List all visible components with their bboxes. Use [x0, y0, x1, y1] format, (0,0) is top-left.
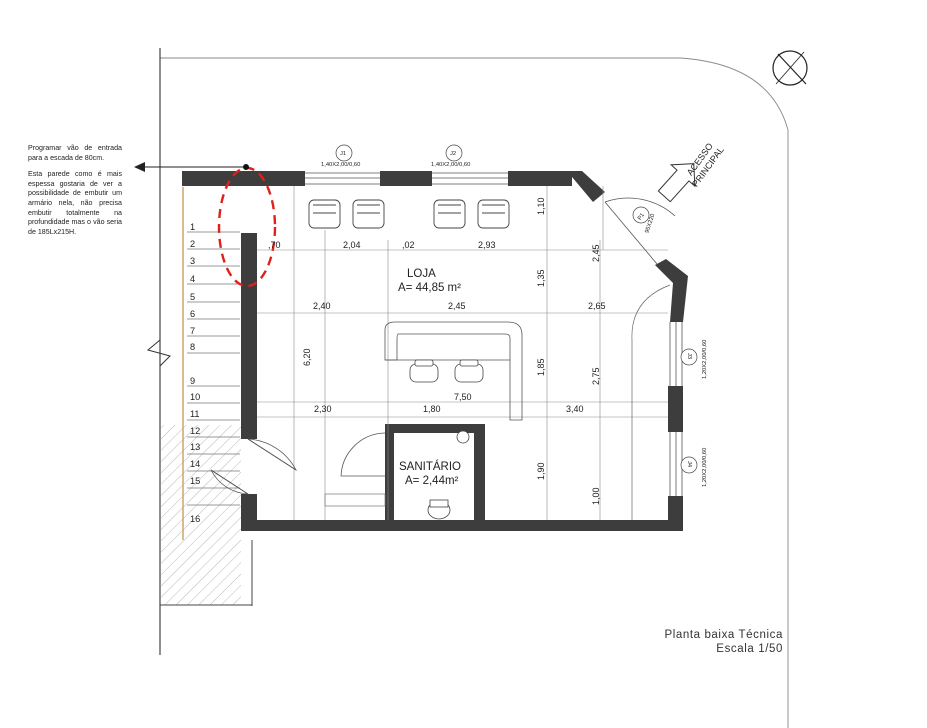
window-spec-j3: 1,20X2,00/0,60 — [702, 340, 708, 379]
room-area-sanitario: A= 2,44m² — [405, 475, 459, 487]
window-tag-j1: J1 — [340, 151, 346, 157]
stair-step-numbers: 1 2 3 4 5 6 7 8 9 10 11 12 13 14 15 16 — [190, 222, 200, 524]
window-spec-j2: 1,40X2,00/0,60 — [431, 162, 470, 168]
dim-002: ,02 — [402, 240, 415, 250]
stair-step-5: 5 — [190, 292, 195, 302]
stair-door — [210, 438, 298, 495]
window-tags — [335, 144, 698, 474]
stair-step-4: 4 — [190, 274, 195, 284]
door-tag-p1: P1 — [637, 212, 646, 221]
stair-step-3: 3 — [190, 256, 195, 266]
dim-275: 2,75 — [591, 367, 601, 385]
note-leader-arrow-icon — [134, 162, 145, 172]
entry-door — [604, 197, 676, 265]
break-symbol — [146, 339, 171, 367]
dim-190: 1,90 — [536, 462, 546, 480]
dim-245-v: 2,45 — [591, 244, 601, 262]
sink-icon — [456, 430, 470, 444]
room-area-loja: A= 44,85 m² — [398, 282, 461, 294]
stair-step-14: 14 — [190, 459, 200, 469]
caption-scale: Escala 1/50 — [716, 643, 783, 655]
dim-070: ,70 — [268, 240, 281, 250]
stair-step-13: 13 — [190, 442, 200, 452]
stair-step-12: 12 — [190, 426, 200, 436]
annotation-note: Programar vão de entrada para a escada d… — [28, 144, 122, 244]
dim-620: 6,20 — [302, 348, 312, 366]
armchair-icons — [308, 199, 510, 229]
window-spec-j1: 1,40X2,00/0,60 — [321, 162, 360, 168]
dim-110: 1,10 — [536, 197, 546, 215]
stair-step-15: 15 — [190, 476, 200, 486]
dim-750: 7,50 — [454, 392, 472, 402]
site-boundary — [160, 57, 789, 728]
dim-340: 3,40 — [566, 404, 584, 414]
stair-step-16: 16 — [190, 514, 200, 524]
stool-icons — [409, 359, 484, 383]
stair-step-7: 7 — [190, 326, 195, 336]
dim-185: 1,85 — [536, 358, 546, 376]
access-arrow-icon — [657, 163, 696, 203]
window-spec-j4: 1,20X2,00/0,60 — [702, 448, 708, 487]
dim-204: 2,04 — [343, 240, 361, 250]
stair-step-10: 10 — [190, 392, 200, 402]
dim-245-h: 2,45 — [448, 301, 466, 311]
stair-treads — [182, 187, 240, 540]
plan-caption: Planta baixa Técnica Escala 1/50 — [664, 628, 783, 656]
stair-step-8: 8 — [190, 342, 195, 352]
window-tag-j4: J4 — [686, 461, 692, 468]
stair-step-9: 9 — [190, 376, 195, 386]
dim-230: 2,30 — [314, 404, 332, 414]
stair-void-hatch — [161, 425, 241, 605]
dim-180: 1,80 — [423, 404, 441, 414]
note-leader-dot — [243, 164, 249, 170]
dim-135: 1,35 — [536, 269, 546, 287]
dim-100: 1,00 — [591, 487, 601, 505]
caption-title: Planta baixa Técnica — [664, 629, 783, 641]
dim-265: 2,65 — [588, 301, 606, 311]
sanitario-bench — [324, 493, 386, 507]
reception-counter — [384, 321, 523, 421]
walls — [182, 171, 688, 531]
window-tag-j3: J3 — [686, 353, 692, 359]
door-spec-p1: 95X220 — [644, 213, 656, 234]
toilet-icon — [427, 499, 451, 520]
room-name-loja: LOJA — [407, 268, 436, 280]
dimension-lines — [257, 186, 668, 520]
stair-step-11: 11 — [190, 409, 200, 419]
note-line-2: Esta parede como é mais espessa gostaria… — [28, 170, 122, 236]
stair-step-1: 1 — [190, 222, 195, 232]
room-name-sanitario: SANITÁRIO — [399, 460, 461, 473]
note-line-1: Programar vão de entrada para a escada d… — [28, 144, 122, 162]
entry-curve — [631, 284, 671, 520]
stair-step-2: 2 — [190, 239, 195, 249]
stair-step-6: 6 — [190, 309, 195, 319]
north-arrow-icon — [772, 50, 808, 86]
dim-240: 2,40 — [313, 301, 331, 311]
window-tag-j2: J2 — [450, 151, 456, 157]
sanitario-door — [340, 432, 386, 477]
dim-293: 2,93 — [478, 240, 496, 250]
